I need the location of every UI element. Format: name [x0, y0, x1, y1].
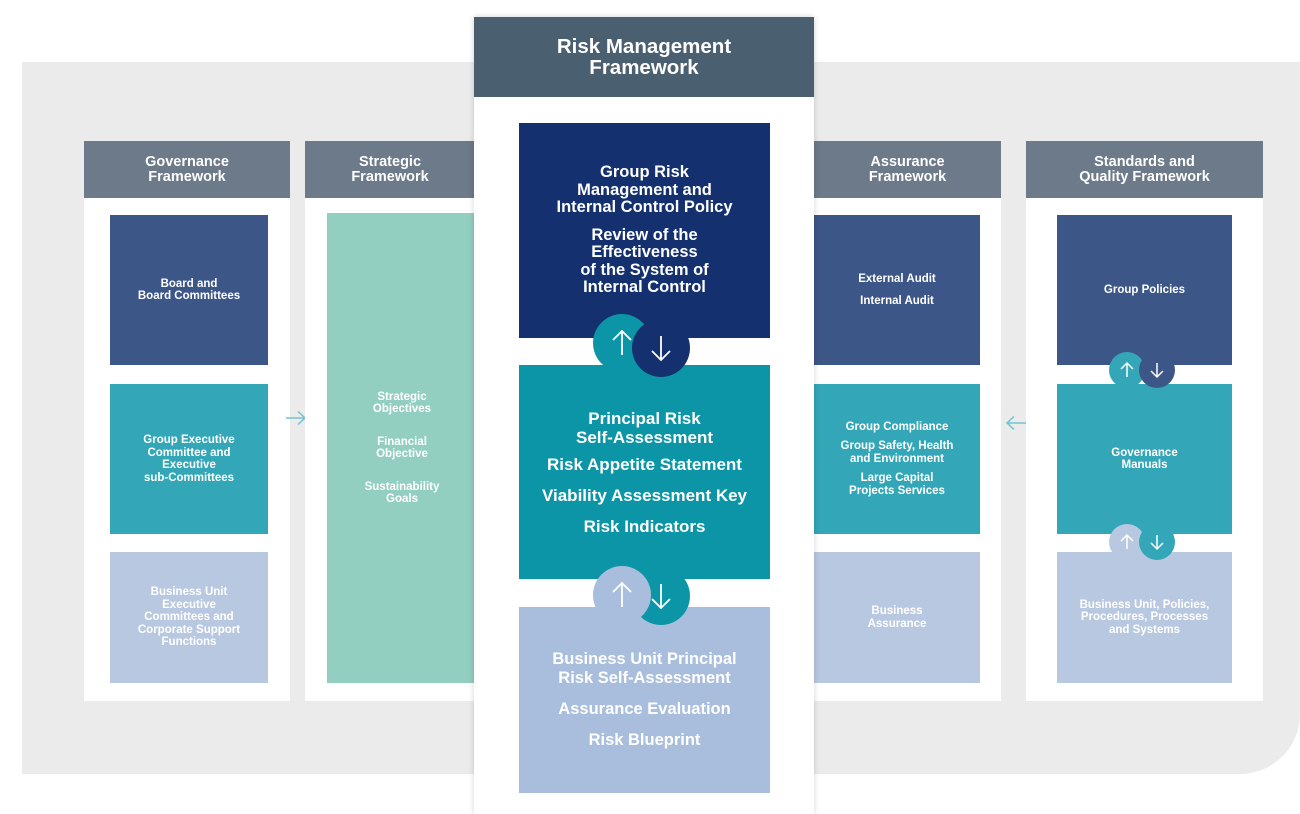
- compliance-box: Group Compliance Group Safety, Health an…: [814, 384, 980, 534]
- principal-risk-self-assessment-text: Principal Risk Self-Assessment: [575, 408, 713, 447]
- audit-box: External Audit Internal Audit: [814, 215, 980, 365]
- standards-framework-header: Standards and Quality Framework: [1026, 141, 1263, 198]
- risk-management-framework-column: Risk Management Framework Group Risk Man…: [474, 17, 814, 814]
- internal-audit-text: Internal Audit: [860, 294, 934, 307]
- strategic-framework-column: Strategic Framework Strategic Objectives…: [305, 141, 505, 701]
- left-arrow-icon: [1005, 415, 1026, 431]
- group-executive-committee-box: Group Executive Committee and Executive …: [110, 384, 268, 534]
- business-assurance-box: Business Assurance: [814, 552, 980, 683]
- group-risk-policy-text: Group Risk Management and Internal Contr…: [556, 163, 733, 217]
- strategic-framework-header: Strategic Framework: [305, 141, 475, 198]
- down-arrow-icon: [632, 319, 690, 377]
- viability-assessment-text: Viability Assessment Key: [541, 485, 748, 505]
- page-title: Risk Management Framework: [474, 17, 814, 97]
- business-unit-policies-box: Business Unit, Policies, Procedures, Pro…: [1057, 552, 1232, 683]
- risk-appetite-statement-text: Risk Appetite Statement: [547, 454, 742, 474]
- financial-objective-text: Financial Objective: [376, 435, 428, 461]
- assurance-framework-header: Assurance Framework: [814, 141, 1001, 198]
- down-arrow-icon: [1139, 352, 1175, 388]
- group-compliance-text: Group Compliance: [845, 420, 949, 433]
- group-risk-policy-box: Group Risk Management and Internal Contr…: [519, 123, 770, 338]
- risk-blueprint-text: Risk Blueprint: [588, 731, 701, 749]
- principal-risk-box: Principal Risk Self-Assessment Risk Appe…: [519, 365, 770, 579]
- strategic-objectives-text: Strategic Objectives: [372, 390, 432, 416]
- external-audit-text: External Audit: [858, 273, 936, 285]
- assurance-framework-column: Assurance Framework External Audit Inter…: [790, 141, 1001, 701]
- assurance-framework-header-text: Assurance Framework: [868, 153, 947, 185]
- sustainability-goals-text: Sustainability Goals: [364, 480, 440, 506]
- large-capital-text: Large Capital Projects Services: [849, 472, 945, 497]
- review-effectiveness-text: Review of the Effectiveness of the Syste…: [580, 225, 709, 297]
- group-safety-text: Group Safety, Health and Environment: [840, 440, 954, 465]
- governance-framework-column: Governance Framework Board and Board Com…: [84, 141, 290, 701]
- group-policies-box: Group Policies: [1057, 215, 1232, 365]
- strategic-goals-box: Strategic Objectives Financial Objective…: [327, 213, 477, 683]
- governance-framework-header: Governance Framework: [84, 141, 290, 198]
- business-unit-risk-box: Business Unit Principal Risk Self-Assess…: [519, 607, 770, 793]
- assurance-evaluation-text: Assurance Evaluation: [558, 700, 731, 718]
- strategic-framework-header-text: Strategic Framework: [351, 153, 429, 185]
- business-unit-executive-box: Business Unit Executive Committees and C…: [110, 552, 268, 683]
- board-committees-box: Board and Board Committees: [110, 215, 268, 365]
- up-arrow-icon: [593, 566, 651, 624]
- standards-framework-column: Standards and Quality Framework Group Po…: [1026, 141, 1263, 701]
- business-unit-risk-text: Business Unit Principal Risk Self-Assess…: [552, 650, 737, 687]
- down-arrow-icon: [1139, 524, 1175, 560]
- governance-manuals-box: Governance Manuals: [1057, 384, 1232, 534]
- risk-indicators-text: Risk Indicators: [583, 516, 706, 536]
